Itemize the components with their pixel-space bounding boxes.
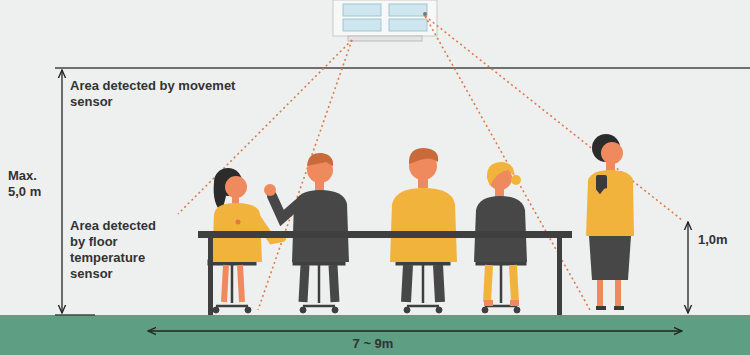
- ceiling-line: [55, 67, 750, 69]
- dimension-label: 1,0m: [698, 232, 746, 248]
- chairs: [208, 260, 526, 313]
- dimension-label: Max. 5,0 m: [8, 168, 54, 200]
- ceiling-unit: [333, 0, 437, 41]
- person: [390, 148, 457, 302]
- tick: [55, 314, 95, 316]
- person: [264, 153, 349, 302]
- height-dimension: [61, 70, 62, 313]
- detection-lines: [178, 16, 682, 310]
- width-dimension: [148, 330, 682, 331]
- table: [198, 231, 572, 315]
- dimension-label: 7 ~ 9m: [0, 336, 748, 352]
- person: [586, 134, 634, 308]
- floor-sensor-height: [687, 222, 688, 313]
- area-label: Area detected by floor temperature senso…: [70, 218, 170, 282]
- area-label: Area detected by movemet sensor: [70, 78, 250, 110]
